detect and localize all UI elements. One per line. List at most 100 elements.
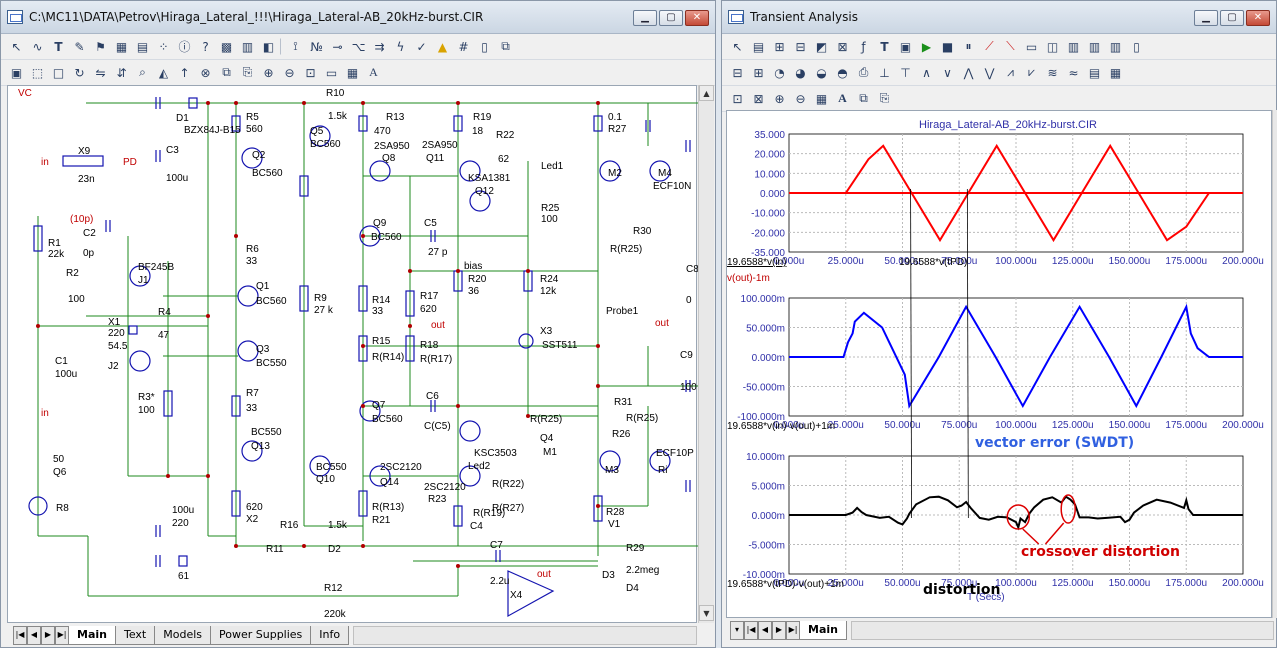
info-icon[interactable]: ⓘ: [178, 40, 191, 54]
tab-main[interactable]: Main: [68, 626, 116, 645]
cursor-right-icon[interactable]: ⟍: [1006, 39, 1015, 53]
scroll-down-icon[interactable]: ▼: [699, 605, 714, 621]
axis-icon[interactable]: ⊟: [795, 39, 806, 54]
help-icon[interactable]: ?: [202, 39, 209, 54]
cursor-left-icon[interactable]: ⟋: [985, 39, 994, 53]
min-icon[interactable]: ⩘: [1007, 65, 1014, 79]
columns-4-icon[interactable]: ▯: [1133, 39, 1140, 54]
find-icon[interactable]: ⌕: [139, 65, 146, 79]
close-button[interactable]: ✕: [1246, 10, 1270, 26]
tile-icon[interactable]: ◫: [1046, 39, 1059, 54]
node-icon[interactable]: ▩: [220, 39, 233, 54]
tracker-icon[interactable]: ⊠: [837, 39, 848, 54]
node-numbers-icon[interactable]: №: [310, 39, 323, 54]
columns-2-icon[interactable]: ▥: [1088, 39, 1101, 54]
tab-next-icon[interactable]: ▶: [772, 621, 786, 640]
calendar-icon[interactable]: ▦: [1109, 65, 1122, 80]
peak-icon[interactable]: ◔: [774, 65, 785, 80]
paste-icon[interactable]: ⎘: [242, 65, 253, 79]
duplicate-icon[interactable]: ⧉: [222, 65, 231, 79]
pin-icon[interactable]: ⊸: [332, 39, 343, 54]
graph-icon[interactable]: ◩: [815, 39, 828, 54]
flip-y-icon[interactable]: ⇵: [116, 65, 127, 80]
close-button[interactable]: ✕: [685, 10, 709, 26]
warning-icon[interactable]: ▲: [437, 39, 448, 54]
layout-icon[interactable]: ▦: [815, 91, 828, 106]
minimize-button[interactable]: ▁: [633, 10, 657, 26]
zoom-out-icon[interactable]: ⊖: [284, 65, 295, 80]
low-icon[interactable]: ◓: [837, 65, 848, 80]
slope-down-icon[interactable]: ∨: [943, 65, 952, 80]
tab-power-supplies[interactable]: Power Supplies: [210, 626, 312, 645]
columns-3-icon[interactable]: ▥: [1109, 39, 1122, 54]
font-icon[interactable]: A: [369, 65, 378, 79]
local-min-icon[interactable]: ≋: [1047, 65, 1058, 80]
attribute-icon[interactable]: ⌥: [351, 39, 366, 54]
local-max-icon[interactable]: ⩗: [1028, 65, 1035, 79]
settings-icon[interactable]: ▤: [1088, 65, 1101, 80]
select-arrow-icon[interactable]: ↖: [732, 39, 743, 54]
fit-x-icon[interactable]: ⊠: [753, 91, 764, 106]
box-icon[interactable]: □: [52, 65, 65, 80]
tab-info[interactable]: Info: [310, 626, 350, 645]
minimize-button[interactable]: ▁: [1194, 10, 1218, 26]
stop-icon[interactable]: ⊗: [200, 65, 211, 80]
tab-prev-icon[interactable]: ◀: [758, 621, 772, 640]
tab-first-icon[interactable]: |◀: [744, 621, 758, 640]
flag-icon[interactable]: ⚑: [95, 39, 106, 54]
panel-icon[interactable]: ▭: [325, 65, 338, 80]
mirror-icon[interactable]: ◭: [158, 65, 169, 80]
transient-titlebar[interactable]: Transient Analysis ▁ ▢ ✕: [722, 1, 1276, 34]
high-icon[interactable]: ◒: [816, 65, 827, 80]
max-icon[interactable]: ⋁: [984, 65, 995, 80]
arrows-icon[interactable]: ⇉: [374, 39, 385, 54]
text-icon[interactable]: T: [54, 39, 63, 54]
scroll-up-icon[interactable]: ▲: [699, 85, 714, 101]
bolt-icon[interactable]: ϟ: [396, 39, 405, 54]
copy-icon[interactable]: ⧉: [501, 39, 510, 53]
properties-icon[interactable]: ▣: [899, 39, 912, 54]
fit-icon[interactable]: ⊡: [732, 91, 743, 106]
zoom-fit-icon[interactable]: ⊡: [305, 65, 316, 80]
select-region-icon[interactable]: ⬚: [31, 65, 44, 80]
properties-icon[interactable]: ▣: [10, 65, 23, 80]
maximize-button[interactable]: ▢: [659, 10, 683, 26]
global-icon[interactable]: ≈: [1068, 65, 1079, 80]
run-icon[interactable]: ▶: [921, 39, 932, 54]
function-icon[interactable]: ƒ: [861, 39, 866, 54]
table-icon[interactable]: ▥: [241, 39, 254, 54]
inflection-icon[interactable]: ⋀: [963, 65, 974, 80]
tab-main[interactable]: Main: [799, 621, 847, 640]
tab-dropdown-icon[interactable]: ▾: [730, 621, 744, 640]
columns-icon[interactable]: ▥: [1067, 39, 1080, 54]
layout-icon[interactable]: ▦: [346, 65, 359, 80]
next-peak-icon[interactable]: ⊥: [879, 65, 890, 80]
font-icon[interactable]: A: [838, 91, 847, 105]
export-icon[interactable]: ⎙: [858, 65, 869, 79]
next-valley-icon[interactable]: ⊤: [900, 65, 911, 80]
plot-canvas[interactable]: Hiraga_Lateral-AB_20kHz-burst.CIR 0.000u…: [726, 110, 1272, 618]
schematic-horizontal-scrollbar[interactable]: [353, 626, 697, 645]
tab-next-icon[interactable]: ▶: [41, 626, 55, 645]
copy-icon[interactable]: ⧉: [859, 91, 868, 105]
text-icon[interactable]: T: [880, 39, 889, 54]
tab-text[interactable]: Text: [114, 626, 156, 645]
slope-icon[interactable]: ∧: [922, 65, 931, 80]
ruler-icon[interactable]: ▭: [1025, 39, 1038, 54]
schematic-titlebar[interactable]: C:\MC11\DATA\Petrov\Hiraga_Lateral_!!!\H…: [1, 1, 715, 34]
probe-icon[interactable]: ⟟: [293, 39, 298, 53]
pause-icon[interactable]: ⏸: [965, 39, 972, 53]
plus-icon[interactable]: ⊞: [753, 65, 764, 80]
pencil-icon[interactable]: ✎: [74, 39, 85, 54]
flip-x-icon[interactable]: ⇋: [95, 65, 106, 80]
valley-icon[interactable]: ◕: [795, 65, 806, 80]
component-icon[interactable]: ▤: [136, 39, 149, 54]
grid-icon[interactable]: #: [458, 39, 469, 54]
zoom-in-icon[interactable]: ⊕: [774, 91, 785, 106]
page-icon[interactable]: ▯: [481, 39, 488, 54]
check-icon[interactable]: ✓: [416, 39, 427, 54]
select-arrow-icon[interactable]: ↖: [11, 39, 22, 54]
paste-icon[interactable]: ⎘: [879, 91, 890, 105]
pointer-icon[interactable]: ↑: [179, 65, 190, 80]
